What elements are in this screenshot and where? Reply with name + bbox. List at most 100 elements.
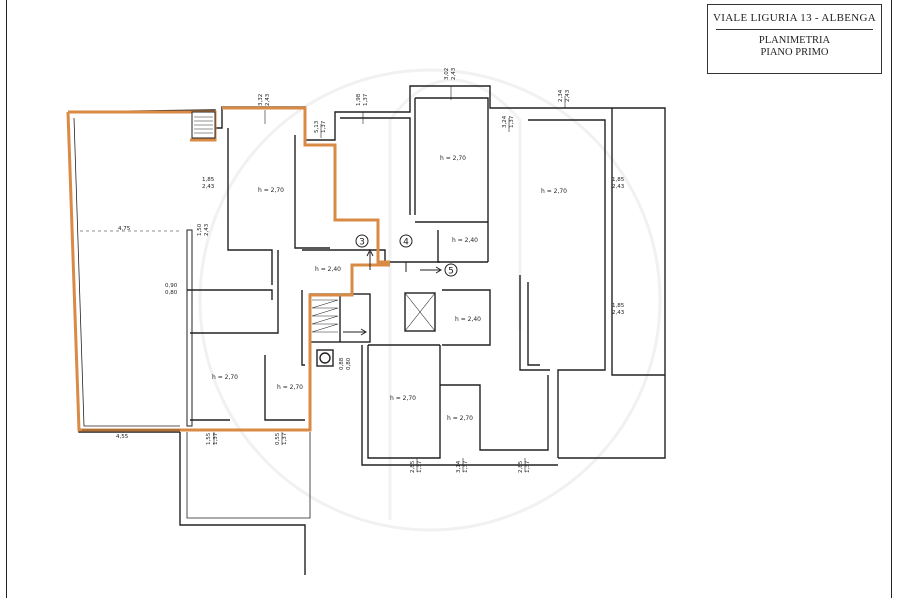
access-markers: 3 4 5 <box>355 234 458 277</box>
room-height-label: h = 2,70 <box>541 188 567 195</box>
column-wall <box>186 229 193 427</box>
dimension-value: 0,90 <box>165 283 178 289</box>
room-height-label: h = 2,40 <box>455 316 481 323</box>
dimension-sub: 1,37 <box>509 115 515 128</box>
room-height-label: h = 2,40 <box>315 266 341 273</box>
south-room-a <box>367 345 441 459</box>
arrow-head-icon <box>360 328 367 336</box>
marker-circle <box>444 263 458 277</box>
room-height-label: h = 2,70 <box>390 395 416 402</box>
marker-number: 4 <box>403 238 409 248</box>
dimension-sub: 1,37 <box>363 93 369 106</box>
dimension-value: 1,85 <box>612 303 625 309</box>
highlighted-unit-outline <box>66 106 390 432</box>
room-height-label: h = 2,70 <box>258 187 284 194</box>
room-height-label: h = 2,70 <box>440 155 466 162</box>
room-wall-a <box>227 128 273 285</box>
lower-terrace-inner <box>186 432 311 519</box>
title-block: VIALE LIGURIA 13 - ALBENGA PLANIMETRIA P… <box>707 4 882 74</box>
access-arrows <box>343 248 442 336</box>
dimension-sub: 2,43 <box>265 93 271 106</box>
room-height-label: h = 2,40 <box>452 237 478 244</box>
outer-wall-north <box>67 85 666 459</box>
marker-number: 5 <box>448 267 454 277</box>
south-room-b <box>440 375 549 451</box>
dimension-value: 1,85 <box>612 177 625 183</box>
dimension-value: 5,13 <box>314 120 320 133</box>
dimension-sub: 0,80 <box>346 357 352 370</box>
dimension-sub: 2,43 <box>204 223 210 236</box>
marker-circle <box>355 234 369 248</box>
shaft-symbol <box>319 352 331 364</box>
dimension-value: 0,55 <box>275 432 281 445</box>
address-text: VIALE LIGURIA 13 - ALBENGA <box>712 12 876 24</box>
dimension-value: 3,02 <box>444 68 450 80</box>
stair-treads <box>311 299 339 333</box>
room-wall-d <box>294 135 330 249</box>
dimension-sub: 2,43 <box>565 89 571 102</box>
lower-terrace-wall <box>179 432 306 575</box>
room-wall-e <box>264 355 305 421</box>
dimension-sub: 0,80 <box>165 290 178 296</box>
dimension-value: 2,85 <box>518 460 524 473</box>
dimension-value: 1,85 <box>202 177 215 183</box>
dimension-value: 1,55 <box>206 432 212 445</box>
room-height-label: h = 2,70 <box>277 384 303 391</box>
dimension-annotations: 3,32 2,43 1,98 1,37 3,02 2,43 2,34 2,43 … <box>116 67 625 473</box>
terrace-west-wall <box>67 111 180 433</box>
walls <box>67 85 666 575</box>
room-wall-l <box>437 230 488 263</box>
dimension-value: 3,32 <box>258 94 264 106</box>
dimension-sub: 1,37 <box>282 432 288 445</box>
bath-room <box>442 289 491 346</box>
corridor-wall <box>302 249 386 262</box>
length-label: 4,75 <box>118 226 131 232</box>
dimension-value: 2,85 <box>410 460 416 473</box>
floor-text: PIANO PRIMO <box>760 47 829 58</box>
dimension-value: 1,98 <box>356 93 362 106</box>
lift-shaft <box>404 292 436 332</box>
dimension-sub: 1,37 <box>463 460 469 473</box>
east-inner-wall-b <box>527 282 540 366</box>
dimension-sub: 1,37 <box>525 460 531 473</box>
access-stair-treads <box>194 116 213 134</box>
highlight-east <box>305 263 390 432</box>
room-wall-c <box>190 250 279 334</box>
room-wall-h <box>340 117 411 215</box>
dimension-value: 1,50 <box>197 223 203 236</box>
dimension-value: 0,88 <box>339 357 345 370</box>
arrow-head-icon <box>435 266 442 274</box>
dimension-value: 3,14 <box>456 460 462 473</box>
room-height-label: h = 2,70 <box>447 415 473 422</box>
dimension-sub: 2,43 <box>612 310 625 316</box>
dimension-value: 2,34 <box>558 89 564 102</box>
highlight-north-east <box>222 106 390 264</box>
length-label: 4,55 <box>116 434 129 440</box>
room-height-label: h = 2,70 <box>212 374 238 381</box>
dimension-value: 3,24 <box>502 115 508 128</box>
shaft <box>316 349 334 367</box>
arrow-head-icon <box>366 248 374 257</box>
dimension-sub: 1,37 <box>321 120 327 133</box>
watermark-logo <box>198 68 662 532</box>
dimension-sub: 1,37 <box>417 460 423 473</box>
dimension-sub: 2,43 <box>451 67 457 80</box>
east-room-wall <box>528 119 606 458</box>
room-wall-i <box>415 97 489 262</box>
watermark-mark <box>388 78 522 520</box>
marker-number: 3 <box>359 238 365 248</box>
room-wall-b <box>187 289 273 300</box>
east-inner-wall <box>519 275 550 371</box>
dimension-ticks <box>213 86 566 472</box>
dimension-sub: 2,43 <box>202 184 215 190</box>
terrace-inner-wall <box>73 117 180 427</box>
dimension-sub: 2,43 <box>612 184 625 190</box>
room-labels: h = 2,70 h = 2,70 h = 2,70 h = 2,40 h = … <box>212 155 567 422</box>
room-wall-g <box>301 290 305 366</box>
lift-cross-b <box>404 292 436 332</box>
east-balcony-wall <box>611 108 665 376</box>
marker-circle <box>399 234 413 248</box>
south-outer-wall <box>361 345 558 466</box>
